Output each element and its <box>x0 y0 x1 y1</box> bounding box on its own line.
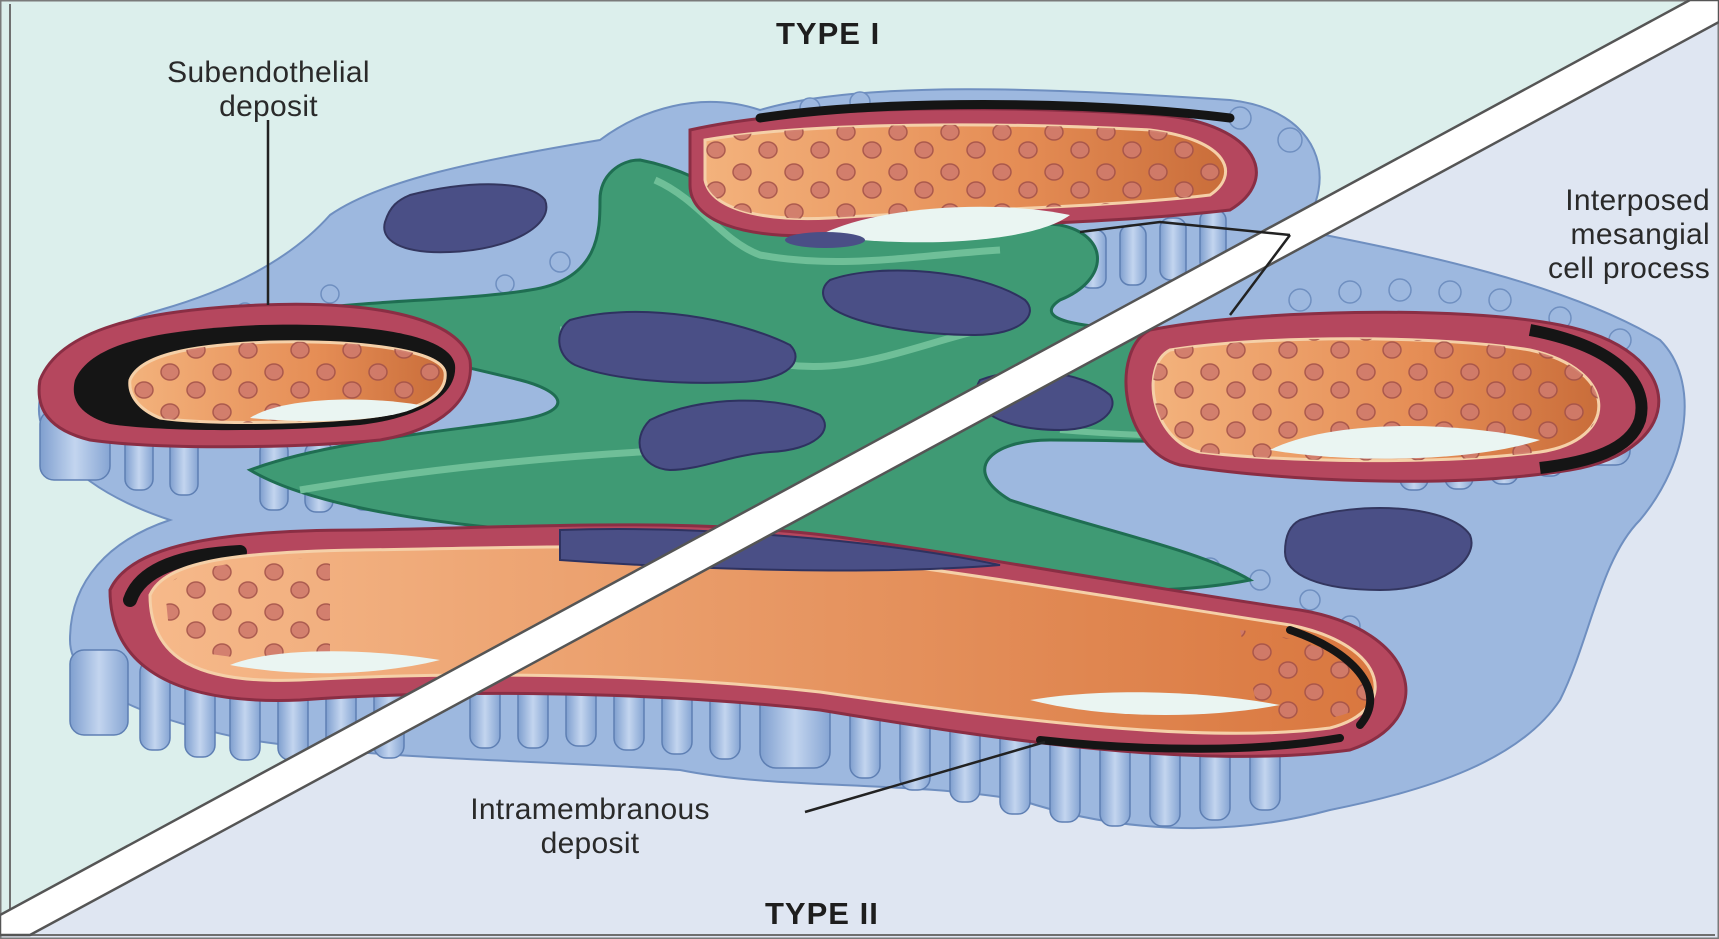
subendothelial-label: Subendothelial deposit <box>96 56 441 124</box>
capillary-loop-right <box>1126 312 1659 481</box>
type-two-title: TYPE II <box>765 896 879 932</box>
interposed-label-line2: mesangial <box>1420 218 1710 252</box>
interposed-label-line3: cell process <box>1420 252 1710 286</box>
interposed-label-line1: Interposed <box>1420 184 1710 218</box>
intramembranous-label-line1: Intramembranous <box>400 793 780 827</box>
subendothelial-label-line2: deposit <box>96 90 441 124</box>
subendothelial-label-line1: Subendothelial <box>96 56 441 90</box>
interposed-label: Interposed mesangial cell process <box>1420 184 1710 286</box>
intramembranous-label-line2: deposit <box>400 827 780 861</box>
type-one-title: TYPE I <box>776 16 880 52</box>
intramembranous-label: Intramembranous deposit <box>400 793 780 861</box>
